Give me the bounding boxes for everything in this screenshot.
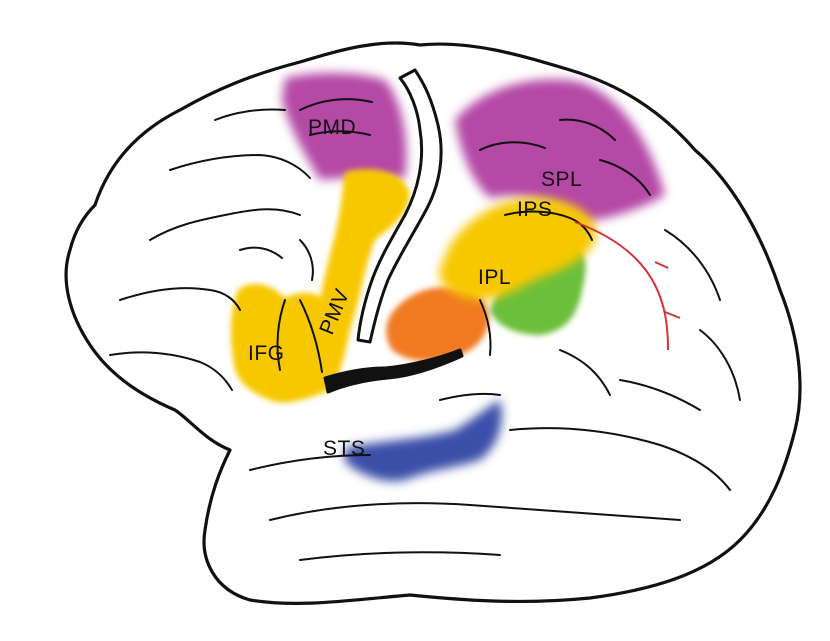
central-sulcus	[356, 68, 443, 344]
region-ifg-fill	[230, 283, 334, 403]
region-labels: PMD SPL IPS IPL IFG STS PMV	[248, 116, 582, 460]
region-pmv-fill	[318, 169, 410, 388]
label-sts: STS	[323, 437, 365, 460]
label-ips: IPS	[517, 198, 552, 221]
region-pmd-fill	[282, 72, 407, 180]
label-spl: SPL	[541, 168, 582, 191]
brain-outline	[64, 41, 802, 605]
label-ipl: IPL	[478, 266, 511, 289]
region-spl-fill	[455, 79, 665, 222]
region-sts-fill	[345, 400, 502, 482]
red-sulcus-line	[574, 221, 681, 351]
label-pmd: PMD	[308, 116, 356, 139]
region-ipl-ips-fill	[439, 197, 596, 300]
region-orange-fill	[386, 287, 489, 362]
sulci	[109, 98, 741, 561]
sylvian-fissure	[323, 348, 464, 394]
label-ifg: IFG	[248, 342, 285, 365]
